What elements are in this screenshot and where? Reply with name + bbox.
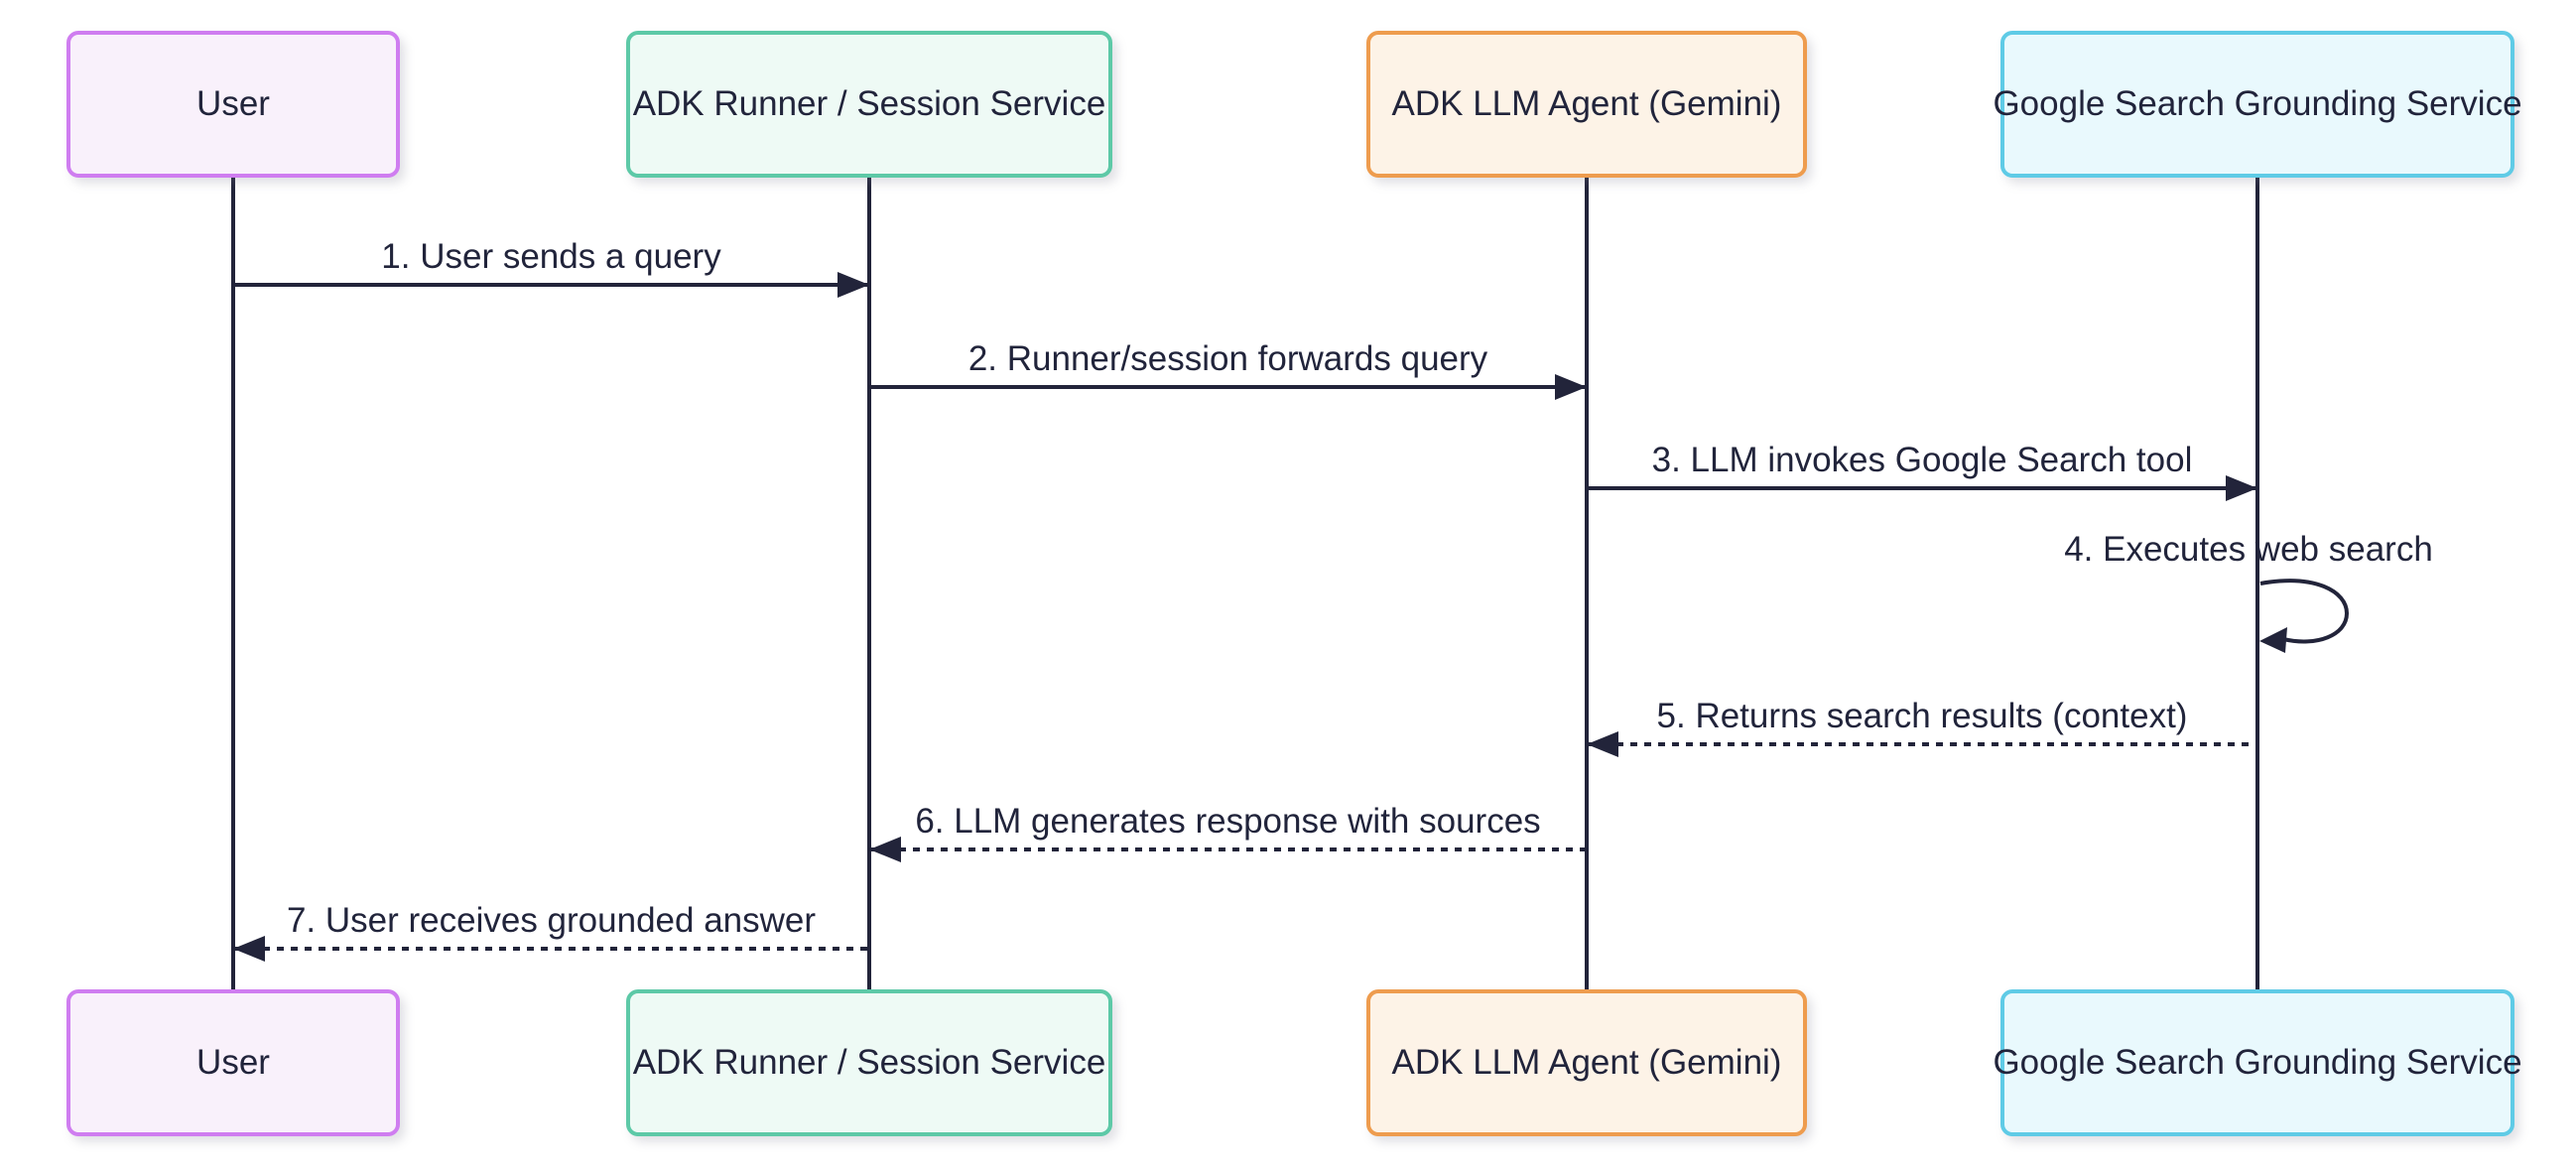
message-6-label: 6. LLM generates response with sources [915,802,1541,841]
participant-user-top-label: User [196,84,270,123]
participant-runner-bottom-label: ADK Runner / Session Service [632,1043,1106,1082]
participant-runner-top-label: ADK Runner / Session Service [632,84,1106,123]
participant-llm-top: ADK LLM Agent (Gemini) [1366,31,1807,178]
message-2-line [871,385,1587,389]
message-1-line [235,283,869,287]
message-4-self-loop-arrow-icon [2259,579,2350,653]
participant-google-top-label: Google Search Grounding Service [1993,84,2522,123]
message-3-line [1589,486,2257,490]
message-2-arrowhead-icon [1555,374,1587,400]
participant-user-bottom-label: User [196,1043,270,1082]
message-1-label: 1. User sends a query [381,237,721,276]
message-2-label: 2. Runner/session forwards query [967,339,1488,378]
message-1-arrowhead-icon [837,272,869,298]
participant-runner-bottom: ADK Runner / Session Service [626,989,1112,1136]
message-6-line [871,847,1587,851]
message-5-label: 5. Returns search results (context) [1656,697,2188,735]
message-5-line [1589,742,2257,746]
participant-llm-bottom-label: ADK LLM Agent (Gemini) [1391,1043,1782,1082]
message-7-label: 7. User receives grounded answer [286,901,817,940]
message-7-arrowhead-icon [233,936,265,962]
message-4-label: 4. Executes web search [2064,530,2433,569]
participant-runner-top: ADK Runner / Session Service [626,31,1112,178]
message-6-arrowhead-icon [869,837,901,862]
lifeline-user [231,169,235,1002]
message-5-arrowhead-icon [1587,731,1618,757]
participant-google-top: Google Search Grounding Service [1993,31,2522,178]
participant-user-bottom: User [66,989,400,1136]
message-7-line [235,947,869,951]
message-3-label: 3. LLM invokes Google Search tool [1651,441,2193,479]
lifeline-google [2255,169,2259,1002]
participant-google-bottom: Google Search Grounding Service [1993,989,2522,1136]
participant-llm-bottom: ADK LLM Agent (Gemini) [1366,989,1807,1136]
participant-user-top: User [66,31,400,178]
participant-google-bottom-label: Google Search Grounding Service [1993,1043,2522,1082]
participant-llm-top-label: ADK LLM Agent (Gemini) [1391,84,1782,123]
message-3-arrowhead-icon [2226,475,2257,501]
lifeline-runner [867,169,871,1002]
lifeline-llm [1585,169,1589,1002]
